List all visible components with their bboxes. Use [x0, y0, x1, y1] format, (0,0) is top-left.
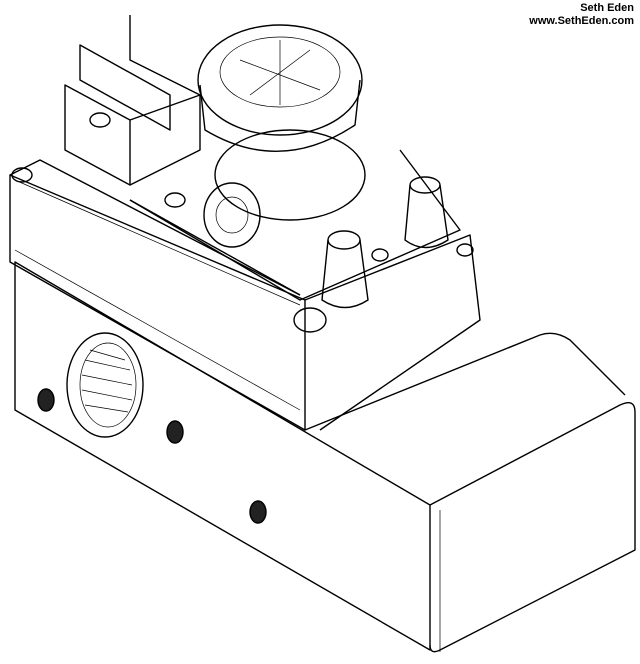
- tapered-pressure-taps: [321, 176, 449, 309]
- lower-body-block: [14, 261, 636, 653]
- terminal-block: [64, 15, 201, 186]
- inlet-port: [66, 332, 144, 438]
- author-name: Seth Eden: [580, 2, 634, 14]
- author-website: www.SethEden.com: [529, 15, 634, 27]
- cover-plate: [129, 149, 461, 301]
- upper-body-block: [9, 159, 481, 431]
- author-credit: Seth Eden www.SethEden.com: [529, 2, 634, 28]
- regulator-knob: [197, 24, 366, 221]
- screws: [11, 112, 474, 524]
- pilot-adjust-knob: [203, 182, 261, 248]
